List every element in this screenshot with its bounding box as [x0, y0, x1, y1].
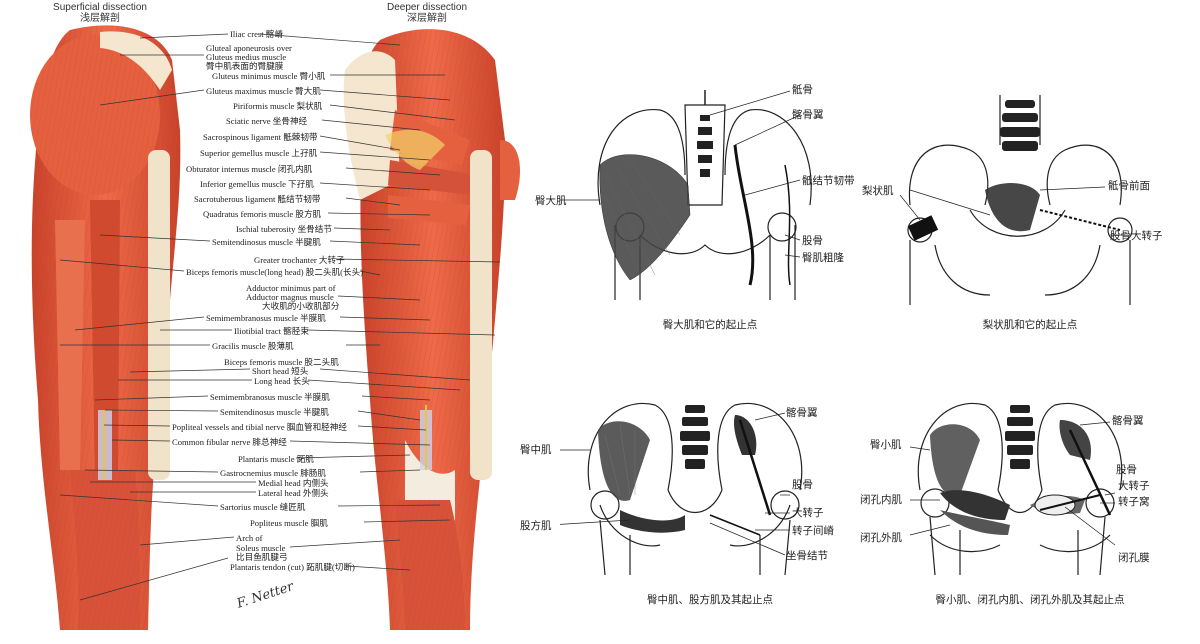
fig4-label-obturator-membrane: 闭孔膜	[1118, 552, 1150, 564]
fig1-label-gluteal-tuberosity: 臀肌粗隆	[802, 252, 844, 264]
fig3-caption: 臀中肌、股方肌及其起止点	[647, 594, 773, 606]
netter-illustration: Superficial dissection 浅层解剖 Deeper disse…	[0, 0, 520, 644]
label-piriformis: Piriformis muscle 梨状肌	[233, 101, 323, 111]
header-deeper: Deeper dissection 深层解剖	[386, 2, 468, 24]
label-adductor-minimus: Adductor minimus part of	[246, 283, 336, 293]
fig4-label-iliac-wing: 髂骨翼	[1112, 415, 1144, 427]
fig3-label-femur: 股骨	[792, 479, 813, 491]
fig1-label-sacrotuberous: 骶结节韧带	[802, 175, 855, 187]
label-sartorius: Sartorius muscle 缝匠肌	[220, 502, 306, 512]
fig3-label-greater-trochanter: 大转子	[792, 507, 824, 519]
fig4-label-femur: 股骨	[1116, 464, 1137, 476]
leader-lines	[59, 33, 501, 601]
figure-gluteus-medius: 髂骨翼 臀中肌 股骨 大转子 股方肌 转子间嵴 坐骨结节	[520, 395, 860, 575]
netter-drawing	[30, 25, 520, 631]
fig2-caption: 梨状肌和它的起止点	[982, 319, 1078, 331]
label-iliotibial-tract: Iliotibial tract 髂胫束	[234, 326, 309, 336]
label-plantaris-tendon: Plantaris tendon (cut) 跖肌腱(切断)	[230, 562, 355, 572]
fig1-label-iliac-wing: 髂骨翼	[792, 109, 824, 121]
label-ischial-tuberosity: Ischial tuberosity 坐骨结节	[236, 224, 332, 234]
label-adductor-zh: 大收肌的小收肌部分	[262, 301, 340, 311]
label-quadratus-femoris: Quadratus femoris muscle 股方肌	[203, 209, 322, 219]
fig4-caption: 臀小肌、闭孔内肌、闭孔外肌及其起止点	[935, 594, 1125, 606]
figure-gluteus-minimus: 髂骨翼 臀小肌 股骨 大转子 闭孔内肌 转子窝 闭孔外肌 闭孔膜	[860, 395, 1160, 575]
label-gastrocnemius: Gastrocnemius muscle 腓肠肌	[220, 468, 326, 478]
label-adductor-magnus: Adductor magnus muscle	[246, 292, 334, 302]
fig1-label-gluteus-maximus: 臀大肌	[535, 195, 567, 207]
label-common-fibular-nerve: Common fibular nerve 腓总神经	[172, 437, 287, 447]
pelvis-drawing-3	[560, 402, 803, 575]
label-superior-gemellus: Superior gemellus muscle 上孖肌	[200, 148, 318, 158]
header-superficial: Superficial dissection 浅层解剖	[53, 2, 147, 24]
fig1-caption: 臀大肌和它的起止点	[662, 319, 758, 331]
label-lateral-head: Lateral head 外侧头	[258, 488, 329, 498]
superficial-leg	[30, 25, 181, 631]
fig4-label-trochanteric-fossa: 转子窝	[1118, 496, 1150, 508]
label-gluteus-maximus: Gluteus maximus muscle 臀大肌	[206, 86, 321, 96]
fig2-label-piriformis: 梨状肌	[862, 185, 894, 197]
pelvis-drawing-2	[899, 95, 1133, 305]
label-biceps-long-head-upper: Biceps femoris muscle(long head) 股二头肌(长头…	[186, 267, 364, 277]
label-semitendinosus-1: Semitendinosus muscle 半腱肌	[212, 237, 321, 247]
label-soleus: Soleus muscle	[236, 543, 286, 553]
label-popliteus: Popliteus muscle 腘肌	[250, 518, 328, 528]
fig4-label-obturator-externus: 闭孔外肌	[860, 532, 902, 544]
fig1-label-femur: 股骨	[802, 235, 823, 247]
label-gluteus-minimus: Gluteus minimus muscle 臀小肌	[212, 71, 326, 81]
label-gluteus-medius: Gluteus medius muscle	[206, 52, 287, 62]
label-sacrospinous: Sacrospinous ligament 骶棘韧带	[203, 132, 318, 142]
fig3-label-quadratus-femoris: 股方肌	[520, 520, 552, 532]
pelvis-drawing-1	[560, 90, 812, 300]
fig4-label-greater-trochanter: 大转子	[1118, 480, 1150, 492]
label-plantaris: Plantaris muscle 跖肌	[238, 454, 314, 464]
label-greater-trochanter: Greater trochanter 大转子	[254, 255, 345, 265]
label-medial-head: Medial head 内侧头	[258, 478, 329, 488]
deeper-leg	[343, 29, 520, 630]
figure-gluteus-maximus: 骶骨 髂骨翼 臀大肌 骶结节韧带 股骨 臀肌粗隆	[535, 84, 860, 305]
label-long-head: Long head 长头	[254, 376, 310, 386]
label-gluteal-aponeurosis-zh: 臀中肌表面的臀腱膜	[206, 61, 284, 71]
label-semimembranosus-2: Semimembranosus muscle 半膜肌	[210, 392, 330, 402]
fig3-label-iliac-wing: 髂骨翼	[786, 407, 818, 419]
fig3-label-intertrochanteric-crest: 转子间嵴	[792, 525, 834, 537]
pelvis-drawing-4	[909, 402, 1123, 575]
label-arch-of: Arch of	[236, 533, 263, 543]
label-obturator-internus: Obturator internus muscle 闭孔内肌	[186, 164, 313, 174]
figure-piriformis: 梨状肌 骶骨前面 股骨大转子	[862, 95, 1180, 310]
label-gluteal-aponeurosis: Gluteal aponeurosis over	[206, 43, 292, 53]
fig2-label-sacrum-anterior: 骶骨前面	[1108, 180, 1150, 192]
label-sacrotuberous: Sacrotuberous ligament 骶结节韧带	[194, 194, 321, 204]
label-biceps-femoris: Biceps femoris muscle 股二头肌	[224, 357, 339, 367]
label-semitendinosus-2: Semitendinosus muscle 半腱肌	[220, 407, 329, 417]
fig3-label-gluteus-medius: 臀中肌	[520, 444, 552, 456]
fig4-label-gluteus-minimus: 臀小肌	[870, 439, 902, 451]
label-gracilis: Gracilis muscle 股薄肌	[212, 341, 294, 351]
label-short-head: Short head 短头	[252, 366, 309, 376]
label-semimembranosus-1: Semimembranosus muscle 半膜肌	[206, 313, 326, 323]
fig2-label-greater-trochanter: 股骨大转子	[1110, 230, 1163, 242]
label-sciatic-nerve: Sciatic nerve 坐骨神经	[226, 116, 308, 126]
fig3-label-ischial-tuberosity: 坐骨结节	[786, 550, 828, 562]
label-inferior-gemellus: Inferior gemellus muscle 下孖肌	[200, 179, 314, 189]
fig1-label-sacrum: 骶骨	[792, 84, 813, 96]
fig4-label-obturator-internus: 闭孔内肌	[860, 494, 902, 506]
label-soleus-arch-zh: 比目鱼肌腱弓	[236, 552, 288, 562]
label-popliteal-vessels: Popliteal vessels and tibial nerve 腘血管和胫…	[172, 422, 347, 432]
label-iliac-crest: Iliac crest 髂嵴	[230, 29, 283, 39]
